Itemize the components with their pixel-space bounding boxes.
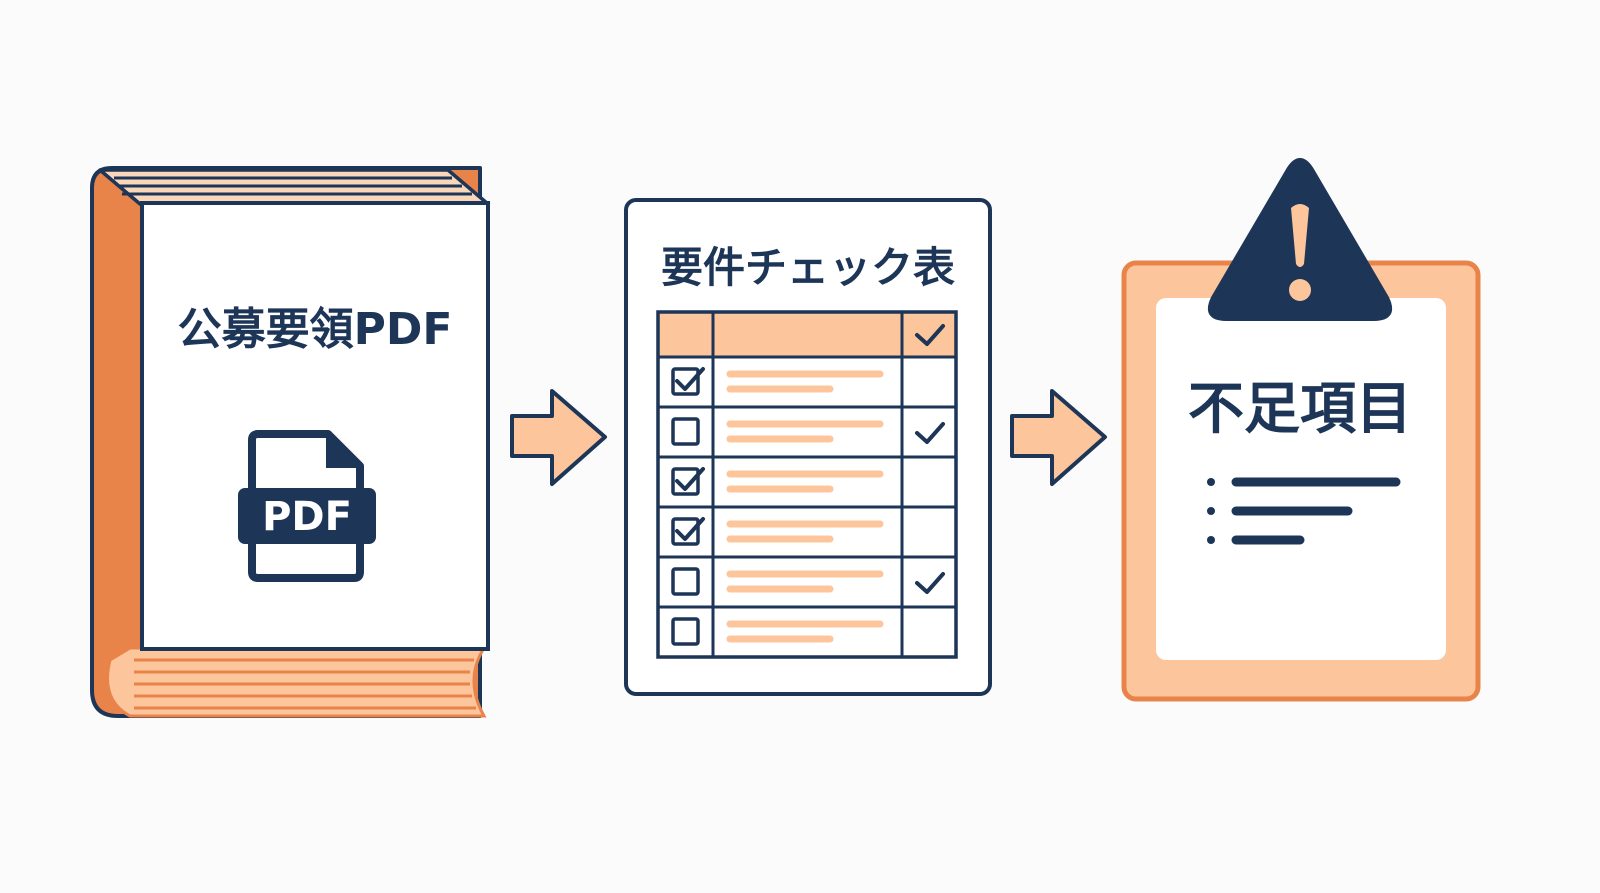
book-title: 公募要領PDF: [178, 304, 453, 355]
checklist-card: 要件チェック表: [624, 198, 992, 696]
book-bottom-pages: [106, 646, 487, 718]
pdf-file-icon: PDF: [238, 430, 376, 582]
book-cover: [140, 201, 490, 651]
checklist-header-row: [656, 310, 958, 359]
checklist-row: [656, 405, 958, 459]
checkbox-icon[interactable]: [671, 467, 700, 496]
bullet-item: [1207, 535, 1305, 545]
bullet-dot: [1207, 478, 1215, 486]
checkmark-icon: [915, 422, 945, 444]
checkbox-icon[interactable]: [671, 417, 700, 446]
checklist-row: [656, 505, 958, 559]
warning-icon: [1208, 158, 1392, 321]
checkmark-icon: [915, 572, 945, 594]
checklist-rows: [656, 355, 958, 659]
checklist-title: 要件チェック表: [661, 243, 955, 292]
checklist-row: [656, 555, 958, 609]
book-illustration: 公募要領PDF PDF: [90, 166, 490, 718]
bullet-dot: [1207, 507, 1215, 515]
arrow-right-icon: [1010, 389, 1107, 486]
checkbox-icon[interactable]: [671, 617, 700, 646]
clipboard-bullet-list: [1207, 477, 1401, 545]
checklist-row: [656, 455, 958, 509]
clipboard-illustration: 不足項目: [1121, 158, 1481, 702]
checkbox-icon[interactable]: [671, 567, 700, 596]
checkmark-icon: [675, 367, 705, 391]
pdf-badge-label: PDF: [262, 494, 352, 540]
checklist-row: [656, 355, 958, 409]
checkmark-icon: [675, 467, 705, 491]
checkmark-icon: [675, 517, 705, 541]
bullet-dot: [1207, 536, 1215, 544]
checkbox-icon[interactable]: [671, 367, 700, 396]
checkbox-icon[interactable]: [671, 517, 700, 546]
clipboard-title: 不足項目: [1188, 377, 1412, 442]
arrow-right-icon: [510, 389, 607, 486]
checkmark-icon: [915, 324, 945, 346]
bullet-item: [1207, 506, 1353, 516]
bullet-item: [1207, 477, 1401, 487]
checklist-row: [656, 605, 958, 659]
checklist-table: [656, 310, 958, 659]
